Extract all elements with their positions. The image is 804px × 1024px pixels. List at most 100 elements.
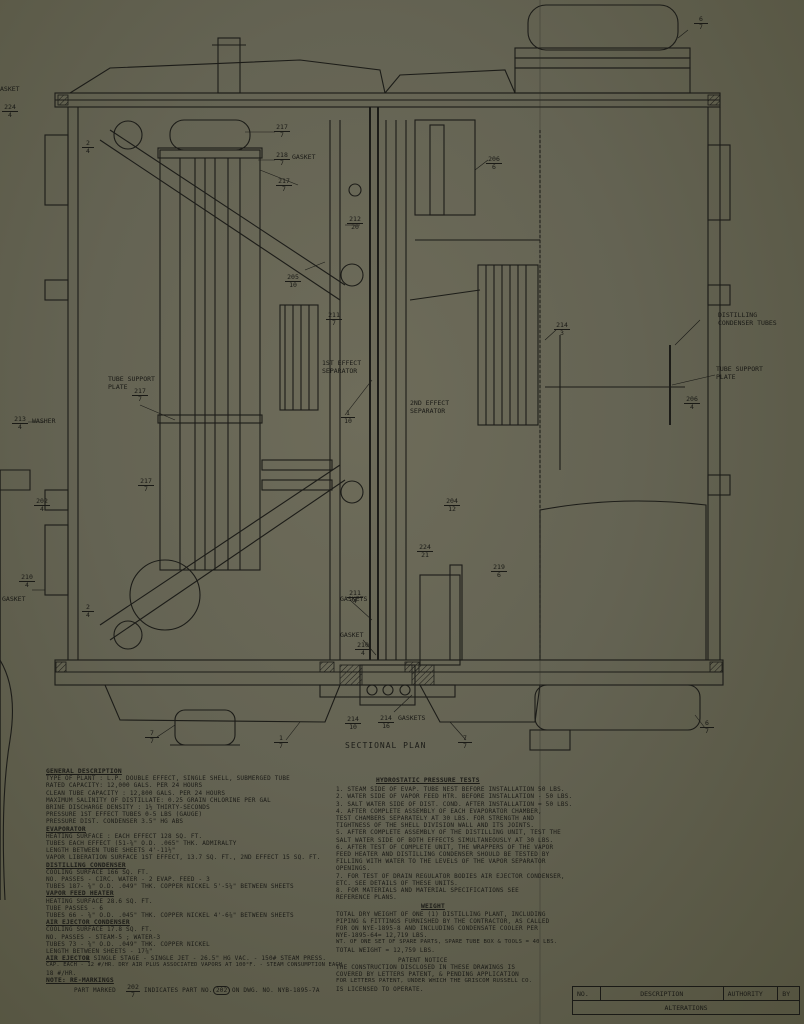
second-effect-separator — [477, 264, 539, 426]
alt-col-description: DESCRIPTION — [599, 986, 724, 1001]
evap-line: HEATING SURFACE : EACH EFFECT 128 SQ. FT… — [46, 832, 203, 840]
air-ejector-heading: AIR EJECTOR — [46, 955, 90, 963]
hydro-line: 1. STEAM SIDE OF EVAP. TUBE NEST BEFORE … — [336, 786, 565, 794]
gd-line: CLEAN TUBE CAPACITY : 12,800 GALS. PER 2… — [46, 789, 226, 797]
evaporator-heading: EVAPORATOR — [46, 825, 86, 833]
alterations-title-row: ALTERATIONS — [572, 1000, 800, 1015]
distilling-condenser-heading: DISTILLING CONDENSER — [46, 861, 126, 869]
left-nozzle-bottom — [44, 524, 69, 596]
hydro-line: FEED HEATER AND DISTILLING CONDENSER SHO… — [336, 851, 550, 859]
label-tube-support-plate-left: TUBE SUPPORT PLATE — [108, 375, 155, 391]
label-distilling-condenser-tubes: DISTILLING CONDENSER TUBES — [718, 311, 777, 327]
patent-line: COVERED BY LETTERS PATENT, & PENDING APP… — [336, 971, 519, 979]
hydro-line: OPENINGS. — [336, 865, 371, 873]
right-nozzle-top — [707, 144, 731, 221]
label-second-effect-separator: 2ND EFFECT SEPARATOR — [410, 399, 450, 415]
gd-line: PRESSURE 1ST EFFECT TUBES 0-5 LBS (GAUGE… — [46, 811, 203, 819]
weight-line: TOTAL DRY WEIGHT OF ONE (1) DISTILLING P… — [336, 910, 546, 918]
alt-col-authority: AUTHORITY — [722, 986, 779, 1001]
label-gasket-mid: GASKET — [340, 631, 364, 639]
left-nozzle-top — [44, 134, 69, 206]
weight-line: TOTAL WEIGHT = 12,759 LBS. — [336, 946, 436, 954]
hydro-line: 5. AFTER COMPLETE ASSEMBLY OF THE DISTIL… — [336, 829, 561, 837]
label-gasket-top: GASKET — [292, 153, 316, 161]
top-cover-left — [69, 59, 386, 94]
hydro-line: TIGHTNESS OF THE SHELL DIVISION WALL AND… — [336, 822, 535, 830]
evap-line: VAPOR LIBERATION SURFACE 1ST EFFECT, 13.… — [46, 854, 321, 862]
evap-line: LENGTH BETWEEN TUBE SHEETS 4'-11½" — [46, 847, 176, 855]
air-ejector-condenser-heading: AIR EJECTOR CONDENSER — [46, 919, 130, 927]
label-gaskets-bottom: GASKETS — [398, 714, 426, 722]
alterations-title: ALTERATIONS — [572, 1000, 800, 1015]
note-text-mid: INDICATES PART NO. — [144, 987, 213, 995]
vfh-line: HEATING SURFACE 28.6 SQ. FT. — [46, 897, 153, 905]
aec-line: NO. PASSES - STEAM-5 ; WATER-3 — [46, 933, 161, 941]
weight-heading: WEIGHT — [421, 903, 445, 911]
weight-line: WT. OF ONE SET OF SPARE PARTS, SPARE TUB… — [336, 939, 558, 946]
general-description-block: GENERAL DESCRIPTION TYPE OF PLANT : L.P.… — [46, 768, 342, 1000]
dc-line: COOLING SURFACE 166 SQ. FT. — [46, 868, 149, 876]
first-effect-separator — [279, 304, 319, 411]
bottom-sump — [534, 684, 701, 731]
hydro-line: TEST CHAMBERS SEPARATELY AT 30 LBS. FOR … — [336, 815, 535, 823]
alterations-header-row: NO. DESCRIPTION AUTHORITY BY — [572, 986, 800, 1001]
note-text-post: ON DWG. NO. NYB-1895-7A — [232, 987, 320, 995]
hydro-line: SALT WATER SIDE OF BOTH EFFECTS SIMULTAN… — [336, 836, 554, 844]
label-washer: WASHER — [32, 417, 56, 425]
weight-line: NYE-1895-64= 12,719 LBS. — [336, 932, 428, 940]
hydro-line: 4. AFTER COMPLETE ASSEMBLY OF EACH EVAPO… — [336, 807, 542, 815]
general-description-heading: GENERAL DESCRIPTION — [46, 768, 122, 775]
gd-line: RATED CAPACITY: 12,000 GALS. PER 24 HOUR… — [46, 782, 203, 790]
vapor-feed-heater-heading: VAPOR FEED HEATER — [46, 890, 114, 898]
dc-line: TUBES 187- ⅝" O.D. .049" THK. COPPER NIC… — [46, 883, 294, 891]
gd-line: BRINE DISCHARGE DENSITY : 1½ THIRTY-SECO… — [46, 804, 210, 812]
note-heading: NOTE: RE-MARKINGS — [46, 976, 114, 984]
main-shell — [67, 107, 721, 661]
gd-line: TYPE OF PLANT : L.P. DOUBLE EFFECT, SING… — [46, 775, 290, 783]
hydro-line: 8. FOR MATERIALS AND MATERIAL SPECIFICAT… — [336, 887, 519, 895]
dc-line: NO. PASSES - CIRC. WATER - 2 EVAP. FEED … — [46, 876, 210, 884]
page-title: SECTIONAL PLAN — [345, 741, 427, 750]
bottom-hopper-right — [419, 684, 541, 723]
label-gaskets-mid: GASKETS — [340, 595, 368, 603]
hydro-line: FILLING WITH WATER TO THE LEVELS OF THE … — [336, 858, 546, 866]
ae-line: 2 SINGLE STAGE - SINGLE JET - 26.5" HG V… — [86, 955, 327, 963]
ae-line: 18 #/HR. — [46, 969, 77, 977]
hydro-line: 7. FOR TEST OF DRAIN REGULATOR BODIES AI… — [336, 872, 565, 880]
vfh-line: TUBES 66 - ⅝" O.D. .045" THK. COPPER NIC… — [46, 912, 294, 920]
hydro-line: ETC. SEE DETAILS OF THESE UNITS. — [336, 879, 458, 887]
vfh-line: TUBE PASSES - 6 — [46, 904, 104, 912]
gd-line: PRESSURE DIST. CONDENSER 3.5" HG ABS — [46, 818, 184, 826]
evap-line: TUBES EACH EFFECT (51-⅝" O.D. .065" THK.… — [46, 840, 237, 848]
top-dome — [527, 4, 679, 51]
gd-line: MAXIMUM SALINITY OF DISTILLATE: 0.25 GRA… — [46, 796, 271, 804]
hydro-line: REFERENCE PLANS. — [336, 894, 397, 902]
patent-line: THE CONSTRUCTION DISCLOSED IN THESE DRAW… — [336, 964, 516, 972]
alt-col-by: BY — [777, 986, 800, 1001]
alt-col-no: NO. — [572, 986, 601, 1001]
patent-line: FOR LETTERS PATENT, UNDER WHICH THE GRIS… — [336, 978, 533, 985]
